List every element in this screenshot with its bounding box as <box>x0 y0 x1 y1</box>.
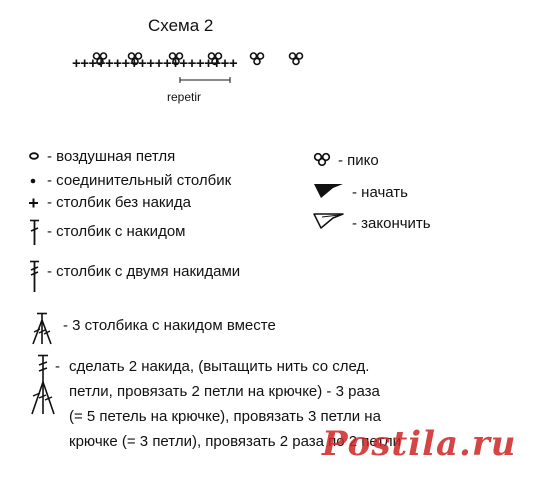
instruction-line-2: петли, провязать 2 петли на крючке) - 3 … <box>69 383 380 400</box>
repeat-label: repetir <box>167 90 202 104</box>
double-crochet-icon <box>28 219 44 247</box>
instruction-line-1: сделать 2 накида, (вытащить нить со след… <box>69 358 370 375</box>
legend-finish: - закончить <box>352 215 431 232</box>
legend-picot: - пико <box>338 152 379 169</box>
picot-symbol <box>127 52 143 66</box>
picot-symbol <box>168 52 184 66</box>
legend-double-crochet: - столбик с накидом <box>47 223 186 240</box>
three-dc-together-icon <box>30 312 58 346</box>
legend-slip-stitch: - соединительный столбик <box>47 172 232 189</box>
instruction-line-3: (= 5 петель на крючке), провязать 3 петл… <box>69 408 381 425</box>
stitch-row: ++++++++++++++++++++ <box>72 55 238 72</box>
start-arrow-icon <box>312 181 346 201</box>
chain-stitch-icon <box>28 149 44 163</box>
complex-stitch-icon <box>28 354 62 416</box>
scheme-title: Схема 2 <box>148 16 214 35</box>
legend-treble-crochet: - столбик с двумя накидами <box>47 263 241 280</box>
finish-arrow-icon <box>312 211 346 231</box>
legend-start: - начать <box>352 184 408 201</box>
legend-three-dc-together: - 3 столбика с накидом вместе <box>63 317 276 334</box>
picot-symbol <box>207 52 223 66</box>
picot-symbol <box>92 52 108 66</box>
instruction-line-4: крючке (= 3 петли), провязать 2 раза по … <box>69 433 401 450</box>
picot-symbol <box>288 52 304 66</box>
treble-crochet-icon <box>28 260 44 294</box>
instruction-dash: - <box>55 358 60 375</box>
legend-chain-stitch: - воздушная петля <box>47 148 176 165</box>
picot-row <box>92 52 304 66</box>
watermark: Postila.ru <box>322 424 517 464</box>
legend-single-crochet: - столбик без накида <box>47 194 191 211</box>
slip-stitch-icon <box>28 173 44 187</box>
scheme-diagram <box>92 52 304 83</box>
single-crochet-icon <box>28 196 44 210</box>
picot-icon <box>313 151 333 167</box>
picot-symbol <box>249 52 265 66</box>
